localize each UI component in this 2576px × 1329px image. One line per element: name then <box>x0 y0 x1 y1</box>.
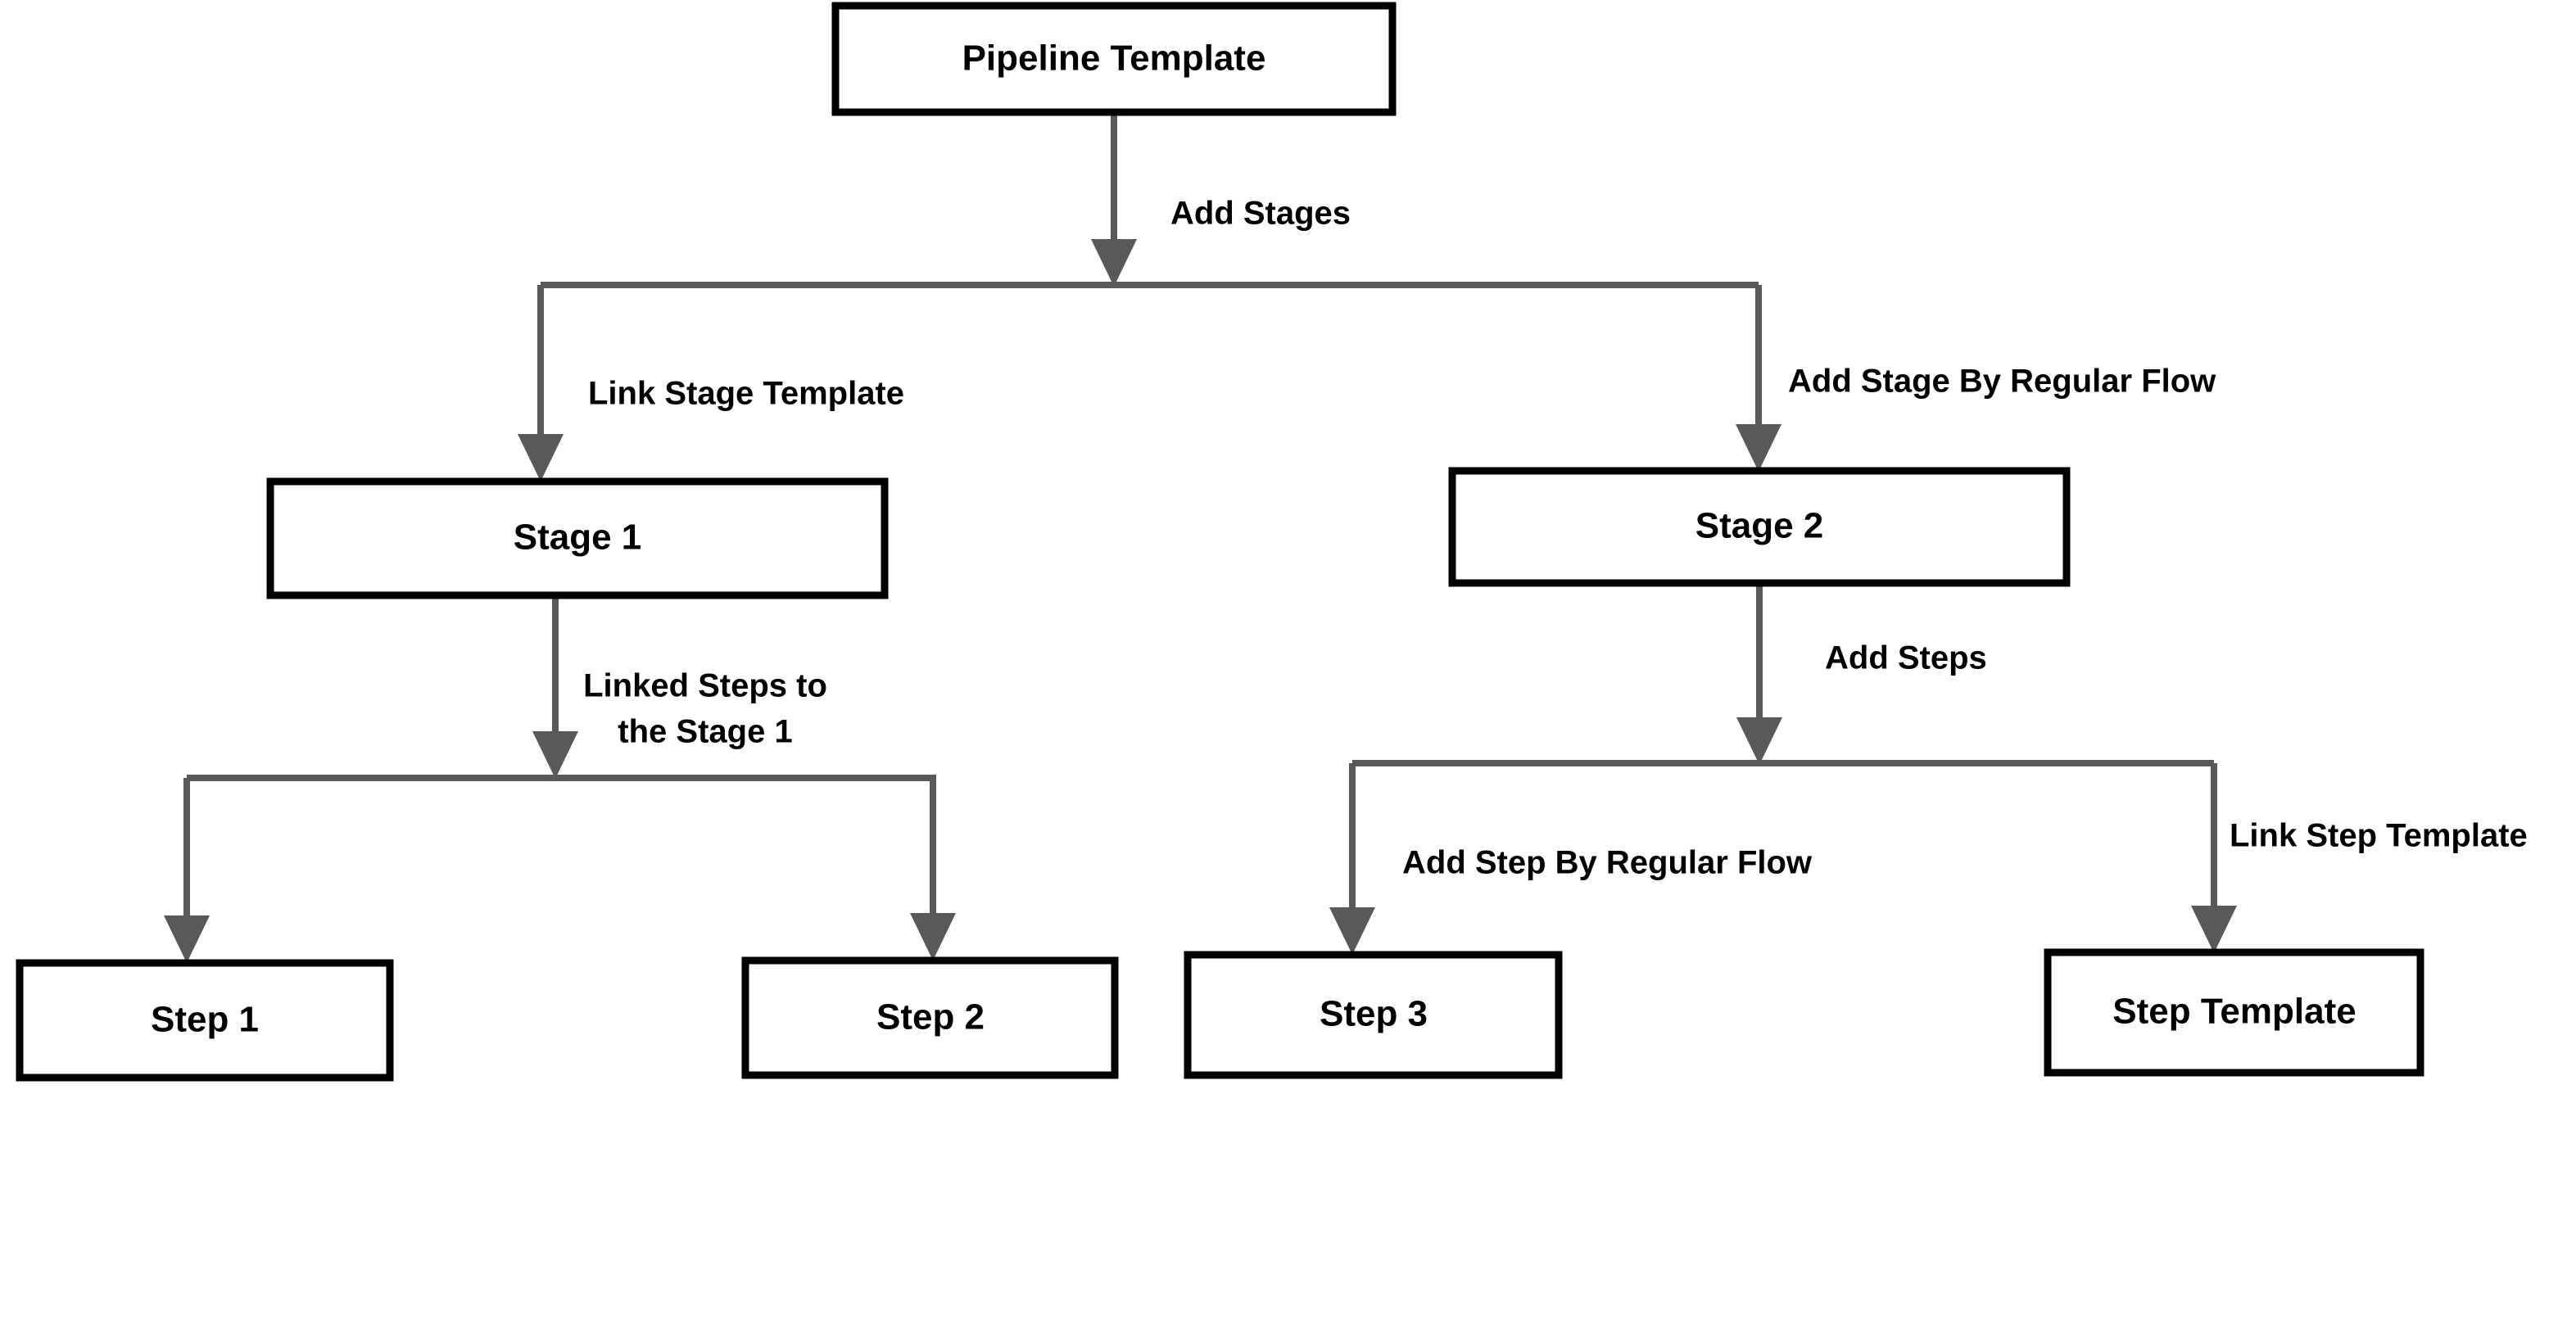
edge-add-stage-regular-flow-arrowhead <box>1736 424 1781 472</box>
edge-to-step-2 <box>910 778 956 961</box>
node-stage-2-box[interactable] <box>1448 467 2071 587</box>
node-step-1-label: Step 1 <box>151 1000 259 1040</box>
edge-add-steps-arrowhead <box>1736 717 1782 765</box>
edge-link-stage-template <box>518 285 564 481</box>
node-stage-2[interactable]: Stage 2 <box>1448 467 2071 587</box>
node-stage-2-label: Stage 2 <box>1695 506 1824 546</box>
edge-add-steps <box>1352 583 2214 766</box>
edge-label-add-stages: Add Stages <box>1170 196 1351 232</box>
edge-to-step-2-arrowhead <box>910 913 956 961</box>
edge-linked-steps <box>187 595 936 781</box>
edge-label-link-stage-template: Link Stage Template <box>588 376 904 412</box>
node-step-template-label: Step Template <box>2112 992 2356 1032</box>
edge-add-step-regular-flow-arrowhead <box>1329 907 1375 955</box>
node-step-2-label: Step 2 <box>876 997 985 1037</box>
node-stage-1[interactable]: Stage 1 <box>266 477 889 599</box>
edge-add-stage-regular-flow <box>1736 285 1781 472</box>
edge-link-step-template-arrowhead <box>2191 906 2237 953</box>
node-step-template[interactable]: Step Template <box>2044 948 2424 1077</box>
edge-label-add-step-by-regular-flow: Add Step By Regular Flow <box>1402 845 1813 881</box>
node-pipeline-template-box[interactable] <box>831 2 1397 116</box>
edge-add-stages <box>541 112 1759 288</box>
node-step-1[interactable]: Step 1 <box>16 959 394 1082</box>
node-step-3-label: Step 3 <box>1320 994 1428 1034</box>
edge-label-linked-steps-line1: Linked Steps to <box>583 668 827 704</box>
edge-add-step-regular-flow <box>1329 763 1375 955</box>
node-step-template-box[interactable] <box>2044 948 2424 1077</box>
node-pipeline-template[interactable]: Pipeline Template <box>831 2 1397 116</box>
node-step-2-box[interactable] <box>741 956 1119 1079</box>
edge-add-stages-arrowhead <box>1091 239 1137 287</box>
node-pipeline-template-label: Pipeline Template <box>962 38 1266 79</box>
edge-linked-steps-arrowhead <box>532 731 578 779</box>
node-step-2[interactable]: Step 2 <box>741 956 1119 1079</box>
node-stage-1-box[interactable] <box>266 477 889 599</box>
edge-label-linked-steps-line2: the Stage 1 <box>618 714 792 750</box>
edge-to-step-1-arrowhead <box>164 915 210 963</box>
edge-label-link-step-template: Link Step Template <box>2230 818 2528 854</box>
edge-label-add-stage-by-regular-flow: Add Stage By Regular Flow <box>1788 364 2216 400</box>
node-stage-1-label: Stage 1 <box>514 518 642 558</box>
node-step-3[interactable]: Step 3 <box>1184 951 1563 1079</box>
edge-to-step-1 <box>164 778 210 963</box>
edge-link-step-template <box>2191 763 2237 953</box>
node-step-3-box[interactable] <box>1184 951 1563 1079</box>
edge-link-stage-template-arrowhead <box>518 434 564 481</box>
node-step-1-box[interactable] <box>16 959 394 1082</box>
edge-label-add-steps: Add Steps <box>1825 640 1987 676</box>
